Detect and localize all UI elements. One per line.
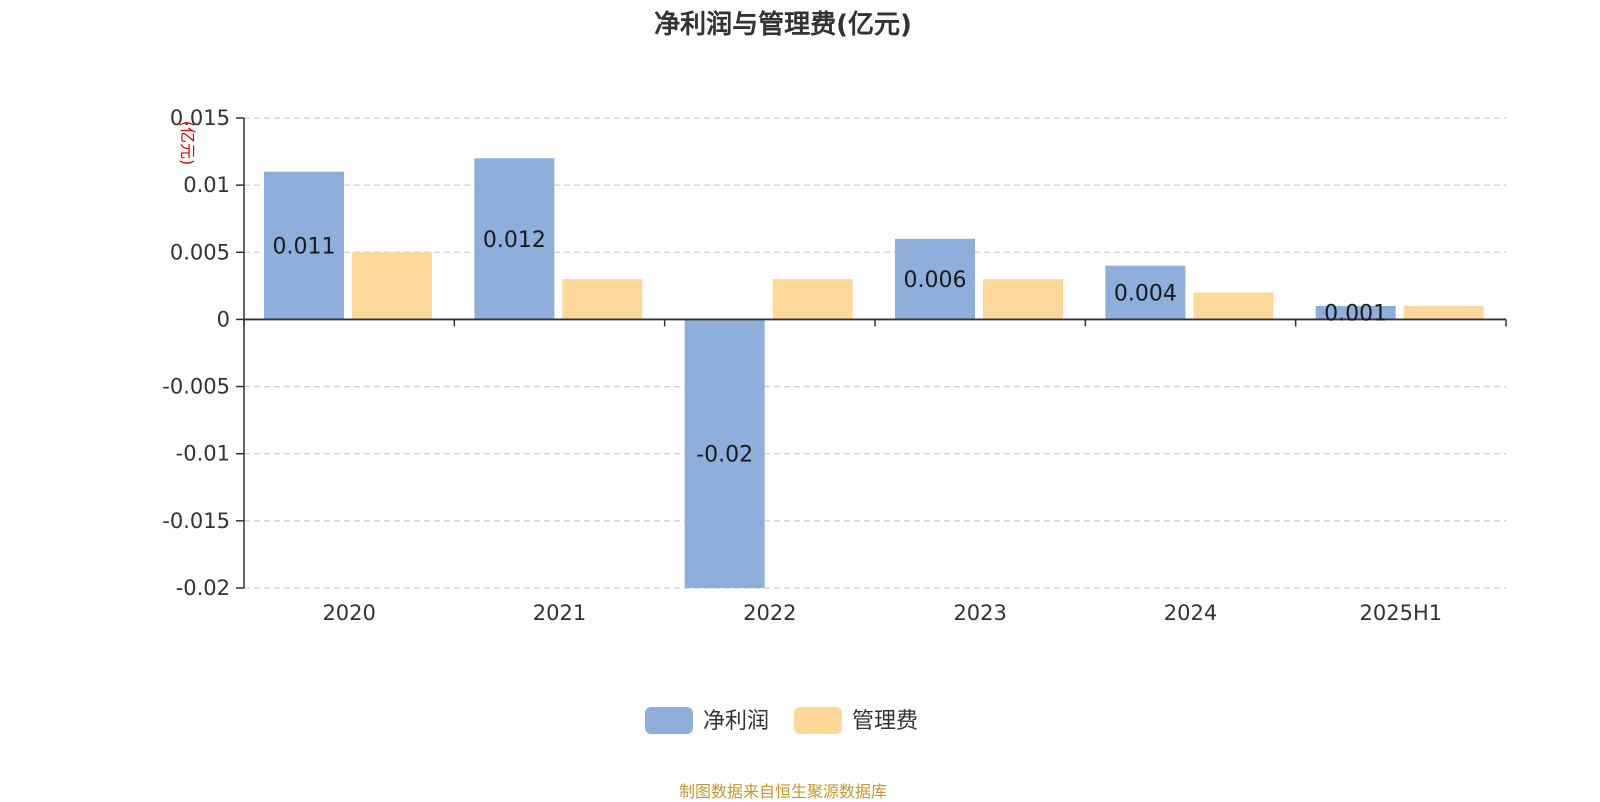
y-axis-tick-label: -0.01 [176,442,230,466]
data-label: 0.011 [273,235,336,260]
y-axis-tick-label: 0 [217,307,230,331]
legend-swatch [794,707,842,734]
y-axis-unit-label: (亿元) [178,121,197,166]
bar-net-profit [1105,265,1186,320]
y-axis-tick-label: 0.015 [170,106,230,130]
bars [264,158,1484,588]
bar-net-profit [264,171,344,320]
source-note: 制图数据来自恒生聚源数据库 [678,782,887,801]
x-axis-tick-label: 2024 [1164,601,1217,625]
legend[interactable]: 净利润 管理费 [645,707,918,734]
axes: 0.015 0.01 0.005 0 -0.005 -0.01 -0.015 -0.02 202… [162,106,1507,625]
bar-net-profit [474,158,555,320]
bar-admin-fee [352,252,432,320]
x-axis-tick-label: 2025H1 [1360,601,1443,625]
legend-label: 管理费 [852,709,918,734]
y-axis-tick-label: 0.01 [183,173,230,197]
bar-admin-fee [772,279,853,320]
y-axis-tick-label: -0.005 [162,375,230,399]
bar-admin-fee [1193,292,1274,320]
legend-item[interactable]: 净利润 [645,707,769,734]
y-axis-tick-label: -0.02 [176,576,230,600]
bar-net-profit [895,238,975,320]
legend-item[interactable]: 管理费 [794,707,918,734]
data-label: 0.006 [904,268,967,293]
legend-label: 净利润 [703,709,769,734]
gridlines [244,117,1506,589]
bar-net-profit [1315,306,1396,320]
data-label: 0.001 [1324,302,1387,327]
bar-net-profit [684,319,765,588]
data-label: 0.012 [483,228,546,253]
data-label: 0.004 [1114,282,1177,307]
bar-admin-fee [983,279,1063,320]
x-axis-tick-label: 2022 [743,601,796,625]
x-axis-tick-label: 2023 [953,601,1006,625]
legend-swatch [645,707,693,734]
y-axis-tick-label: 0.005 [170,240,230,264]
chart-title: 净利润与管理费(亿元) [654,10,912,40]
x-axis-tick-label: 2020 [322,601,375,625]
x-axis-tick-label: 2021 [533,601,586,625]
data-labels: 0.011 0.012 -0.02 0.006 0.004 0.001 [273,228,1388,468]
data-label: -0.02 [696,443,753,468]
bar-admin-fee [562,279,643,320]
bar-admin-fee [1403,306,1484,320]
y-axis-tick-label: -0.015 [162,509,230,533]
